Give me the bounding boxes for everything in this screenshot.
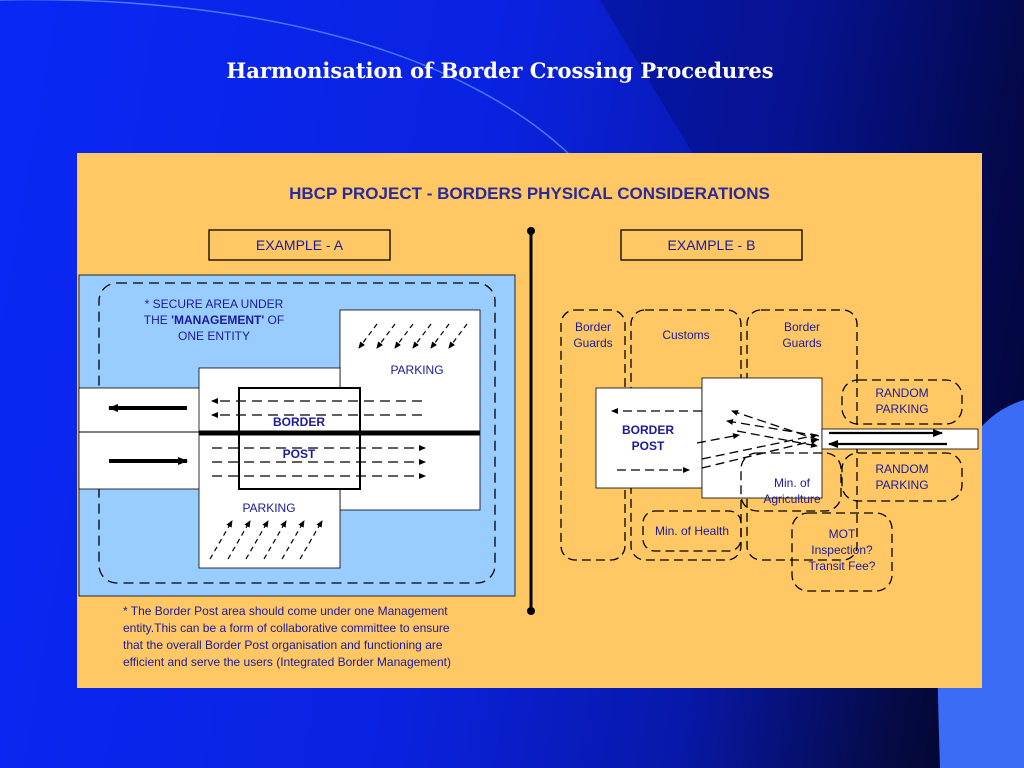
- border-post-label-line2: POST: [282, 447, 316, 461]
- parking-arrows-bottom: [209, 520, 323, 560]
- min-health-zone: [642, 510, 742, 552]
- example-a-label-box: [208, 229, 391, 261]
- diagram-panel: HBCP PROJECT - BORDERS PHYSICAL CONSIDER…: [77, 153, 982, 688]
- slide-title: Harmonisation of Border Crossing Procedu…: [226, 58, 774, 83]
- diagram-heading: HBCP PROJECT - BORDERS PHYSICAL CONSIDER…: [289, 184, 770, 203]
- parking-top-label: PARKING: [390, 363, 444, 377]
- example-a-label: EXAMPLE - A: [255, 237, 344, 253]
- example-b-label-box: [620, 229, 803, 261]
- example-b-label: EXAMPLE - B: [667, 237, 756, 253]
- border-diagram: [78, 227, 979, 615]
- parking-arrows-top: [358, 323, 468, 349]
- lanes-example-a: [211, 398, 426, 479]
- divider-line: [527, 227, 535, 615]
- parking-bottom-label: PARKING: [242, 501, 296, 515]
- footnote-line: entity.This can be a form of collaborati…: [123, 621, 450, 635]
- border-post-box: [238, 387, 361, 490]
- random-parking-bottom-zone: [841, 452, 963, 502]
- mot-zone: [791, 512, 893, 592]
- secure-area-note: * SECURE AREA UNDER THE 'MANAGEMENT' OF …: [119, 296, 309, 344]
- road-left: [78, 387, 202, 490]
- lanes-example-b: [611, 408, 820, 473]
- border-post-label-line1: BORDER: [272, 415, 325, 429]
- random-parking-top-zone: [841, 379, 963, 425]
- min-agriculture-zone: [740, 452, 842, 512]
- secure-area-note-line2: THE 'MANAGEMENT' OF: [143, 313, 285, 327]
- footnote-line: that the overall Border Post organisatio…: [123, 638, 443, 652]
- footnote-line: efficient and serve the users (Integrate…: [123, 655, 451, 669]
- secure-area-note-line3: ONE ENTITY: [177, 329, 250, 343]
- customs-label: Customs: [662, 328, 710, 342]
- secure-area-note-line1: * SECURE AREA UNDER: [144, 297, 284, 311]
- min-health-label: Min. of Health: [654, 524, 730, 538]
- footnote: * The Border Post area should come under…: [123, 603, 503, 671]
- footnote-line: * The Border Post area should come under…: [123, 604, 448, 618]
